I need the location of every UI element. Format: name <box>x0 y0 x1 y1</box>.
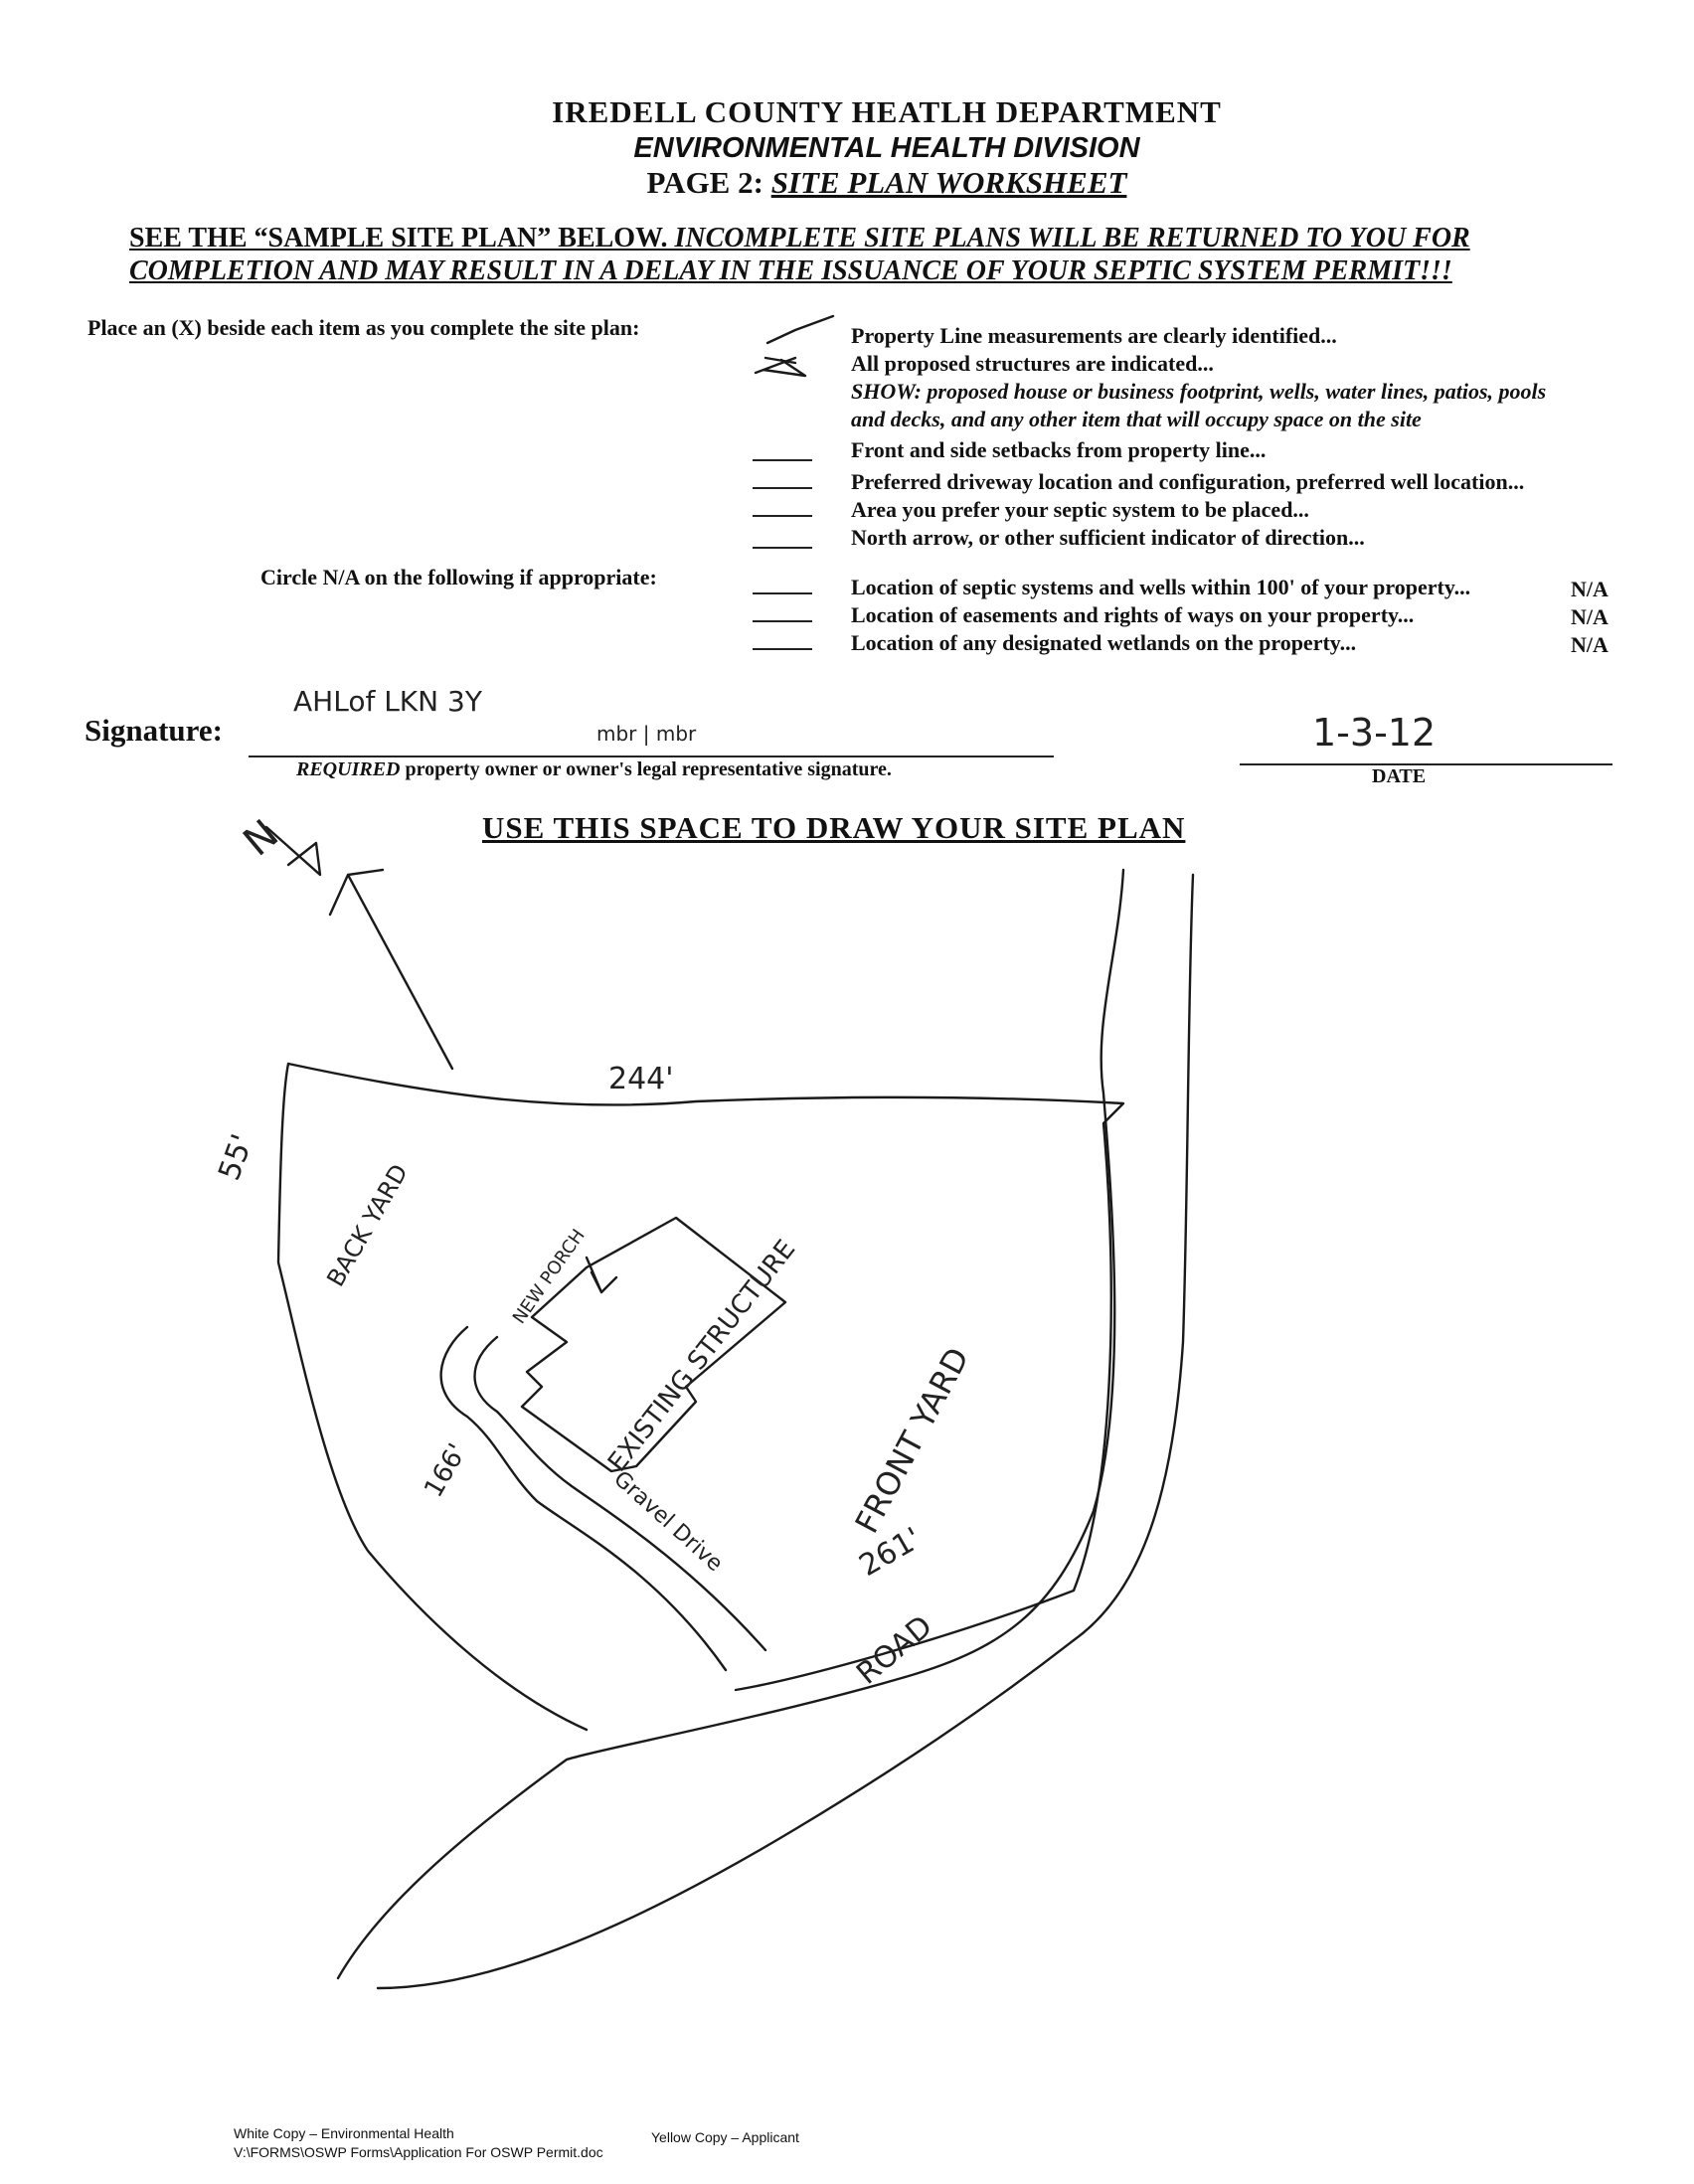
arrow-icon <box>585 1256 618 1294</box>
checklist-item-setbacks: Front and side setbacks from property li… <box>851 437 1267 462</box>
site-plan-title: USE THIS SPACE TO DRAW YOUR SITE PLAN <box>482 810 1186 845</box>
department-title: IREDELL COUNTY HEATLH DEPARTMENT <box>552 94 1222 129</box>
na-option-1[interactable]: N/A <box>1571 577 1609 601</box>
checkbox-blank-na-1[interactable] <box>753 592 812 594</box>
checklist-item-driveway: Preferred driveway location and configur… <box>851 469 1525 494</box>
page-number: PAGE 2: <box>646 165 771 200</box>
checklist-instruction: Place an (X) beside each item as you com… <box>87 315 640 340</box>
back-yard-label: BACK YARD <box>321 1159 414 1291</box>
handwritten-signature-line1: AHLof LKN 3Y <box>293 685 483 718</box>
checkbox-blank-north[interactable] <box>753 547 812 549</box>
date-label: DATE <box>1372 765 1427 787</box>
date-line[interactable] <box>1240 763 1612 765</box>
na-option-3[interactable]: N/A <box>1571 632 1609 657</box>
warning-text: SEE THE “SAMPLE SITE PLAN” BELOW. INCOMP… <box>129 222 1601 287</box>
signature-label: Signature: <box>85 713 223 748</box>
division-title: ENVIRONMENTAL HEALTH DIVISION <box>633 132 1140 164</box>
checklist-item-show-line2: and decks, and any other item that will … <box>851 407 1422 431</box>
checkbox-blank-na-2[interactable] <box>753 620 812 622</box>
footer-yellow-copy: Yellow Copy – Applicant <box>651 2129 799 2145</box>
check-mark-icon <box>763 314 835 365</box>
road-edge <box>336 868 1125 1980</box>
checklist-item-property-line: Property Line measurements are clearly i… <box>851 323 1337 348</box>
checkbox-blank-setbacks[interactable] <box>753 459 812 461</box>
warning-italic: INCOMPLETE SITE PLANS WILL BE RETURNED T… <box>129 223 1470 286</box>
na-item-easements: Location of easements and rights of ways… <box>851 602 1415 627</box>
handwritten-signature-suffix: mbr | mbr <box>596 722 697 746</box>
footer-file-path: V:\FORMS\OSWP Forms\Application For OSWP… <box>234 2144 603 2160</box>
checklist-item-structures: All proposed structures are indicated... <box>851 351 1214 376</box>
checkbox-blank-na-3[interactable] <box>753 648 812 650</box>
footer-white-copy: White Copy – Environmental Health <box>234 2125 454 2141</box>
dimension-left: 55' <box>212 1130 260 1186</box>
checkbox-blank-septic[interactable] <box>753 515 812 517</box>
road-edge <box>376 873 1195 1990</box>
signature-note-text: property owner or owner's legal represen… <box>400 758 892 780</box>
existing-structure-outline <box>520 1216 787 1473</box>
na-instruction: Circle N/A on the following if appropria… <box>260 565 657 589</box>
worksheet-title: SITE PLAN WORKSHEET <box>770 165 1127 200</box>
page-title: PAGE 2: SITE PLAN WORKSHEET <box>0 165 1694 201</box>
checklist-item-septic-area: Area you prefer your septic system to be… <box>851 497 1309 522</box>
warning-plain: SEE THE “SAMPLE SITE PLAN” BELOW. <box>129 223 668 253</box>
signature-line[interactable] <box>249 756 1054 757</box>
checklist-item-show-line1: SHOW: proposed house or business footpri… <box>851 379 1547 404</box>
na-option-2[interactable]: N/A <box>1571 604 1609 629</box>
checklist-item-north-arrow: North arrow, or other sufficient indicat… <box>851 525 1365 550</box>
handwritten-date: 1-3-12 <box>1312 711 1436 755</box>
driveway-label: Gravel Drive <box>608 1466 727 1577</box>
north-label: N <box>236 811 287 865</box>
property-boundary <box>276 1062 1125 1732</box>
signature-required: REQUIRED <box>296 758 401 780</box>
signature-note: REQUIRED property owner or owner's legal… <box>296 758 892 781</box>
checkbox-blank-driveway[interactable] <box>753 487 812 489</box>
na-item-septic-wells: Location of septic systems and wells wit… <box>851 575 1471 599</box>
check-mark-icon <box>754 356 807 378</box>
north-arrow-icon <box>264 825 322 877</box>
driveway-outline <box>439 1325 767 1672</box>
existing-structure-label: EXISTING STRUCTURE <box>602 1235 801 1478</box>
front-yard-label: FRONT YARD <box>847 1341 976 1539</box>
dimension-left-lower: 166' <box>419 1438 472 1502</box>
dimension-top: 244' <box>608 1062 674 1096</box>
na-item-wetlands: Location of any designated wetlands on t… <box>851 630 1357 655</box>
